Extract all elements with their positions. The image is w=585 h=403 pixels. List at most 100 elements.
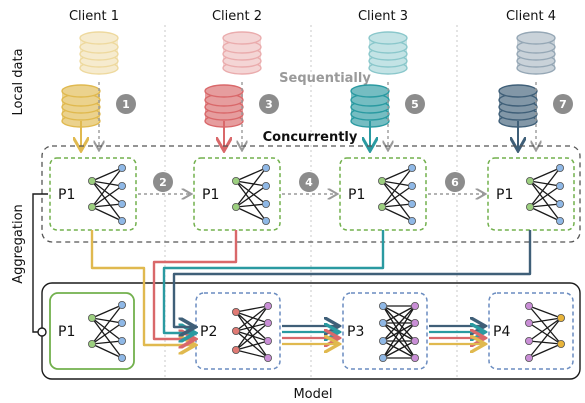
aggregation-connector	[37, 327, 47, 337]
input-node	[377, 176, 386, 185]
sequentially-label: Sequentially	[279, 71, 371, 86]
local-data-icon	[61, 84, 101, 128]
network-edge	[235, 180, 267, 222]
network-edge	[381, 180, 413, 205]
input-node	[231, 345, 240, 354]
step-badge-circle	[405, 94, 425, 114]
network-edge	[235, 167, 267, 182]
step-badge-client-3: 5	[405, 94, 425, 114]
network-edge	[381, 180, 413, 222]
network-edge	[235, 185, 267, 208]
database-top	[222, 31, 262, 45]
aggregation-bracket	[32, 193, 48, 333]
network-edge	[235, 311, 269, 359]
step-badge-number: 2	[159, 176, 167, 189]
network-edge	[529, 203, 561, 208]
step-badge-client-2: 3	[259, 94, 279, 114]
network-edge	[235, 311, 269, 324]
network-edge	[529, 180, 561, 222]
database-top	[61, 84, 101, 98]
input-node	[525, 336, 534, 345]
network-edge	[382, 340, 416, 359]
output-node	[118, 216, 127, 225]
database-top	[516, 31, 556, 45]
network-edge	[91, 206, 123, 222]
local-data-faded-icon	[222, 31, 262, 75]
global-part-box	[342, 292, 428, 370]
network-edge	[235, 206, 267, 222]
network-edge	[528, 322, 562, 345]
client-3-label: Client 3	[358, 9, 408, 24]
input-node	[88, 176, 97, 185]
local-data-label: Local data	[11, 48, 26, 115]
output-node	[410, 353, 419, 362]
network-edge	[529, 206, 561, 222]
network-edge	[235, 349, 269, 359]
transfer-step-badge: 2	[153, 172, 173, 192]
network-edge	[235, 180, 267, 205]
output-node	[556, 163, 565, 172]
network-edge	[528, 317, 562, 342]
output-node	[407, 163, 416, 172]
output-node	[263, 336, 272, 345]
network-edge	[382, 322, 416, 359]
local-data-faded-icon	[516, 31, 556, 75]
step-badge-circle	[116, 94, 136, 114]
network-edge	[529, 180, 561, 205]
network-edge	[381, 203, 413, 208]
output-node	[261, 216, 270, 225]
aggregation-route	[172, 230, 532, 327]
network-edge	[235, 340, 269, 351]
network-edge	[91, 343, 123, 359]
network-edge	[91, 167, 123, 208]
global-part-network: P4	[493, 301, 566, 362]
input-node	[231, 326, 240, 335]
input-node	[88, 313, 97, 322]
partition-label: P3	[347, 324, 364, 340]
step-badge-number: 3	[265, 98, 273, 111]
step-badge-number: 4	[305, 176, 313, 189]
global-part-box	[488, 292, 574, 370]
output-node	[556, 181, 565, 190]
aggregation-label: Aggregation	[11, 204, 26, 284]
network-edge	[381, 185, 413, 208]
network-edge	[235, 167, 267, 208]
output-node	[118, 300, 127, 309]
local-data-icon	[204, 84, 244, 128]
output-node	[261, 199, 270, 208]
output-node	[118, 199, 127, 208]
database-top	[498, 84, 538, 98]
network-edge	[529, 167, 561, 208]
step-badge-number: 5	[411, 98, 419, 111]
database-top	[79, 31, 119, 45]
network-edge	[91, 180, 123, 187]
output-node	[118, 181, 127, 190]
network-edge	[91, 317, 123, 359]
step-badge-number: 1	[122, 98, 130, 111]
network-edge	[382, 305, 416, 359]
network-edge	[381, 167, 413, 182]
network-edge	[91, 167, 123, 182]
network-edge	[235, 330, 269, 359]
input-node	[526, 202, 535, 211]
partition-label: P1	[496, 187, 513, 203]
step-badge-number: 7	[559, 98, 567, 111]
transfer-step-badge: 6	[445, 172, 465, 192]
network-edge	[91, 180, 123, 205]
client-1-label: Client 1	[69, 9, 119, 24]
local-model-network: P1	[58, 163, 127, 225]
model-label: Model	[293, 387, 332, 402]
partition-label: P1	[58, 324, 75, 340]
output-node	[410, 301, 419, 310]
input-node	[378, 301, 387, 310]
network-edge	[235, 305, 269, 313]
client-4-label: Client 4	[506, 9, 556, 24]
network-edge	[91, 180, 123, 222]
network-edge	[529, 185, 561, 208]
output-node	[410, 318, 419, 327]
input-node	[525, 301, 534, 310]
network-edge	[381, 206, 413, 222]
network-edge	[91, 203, 123, 208]
network-edge	[528, 340, 562, 345]
